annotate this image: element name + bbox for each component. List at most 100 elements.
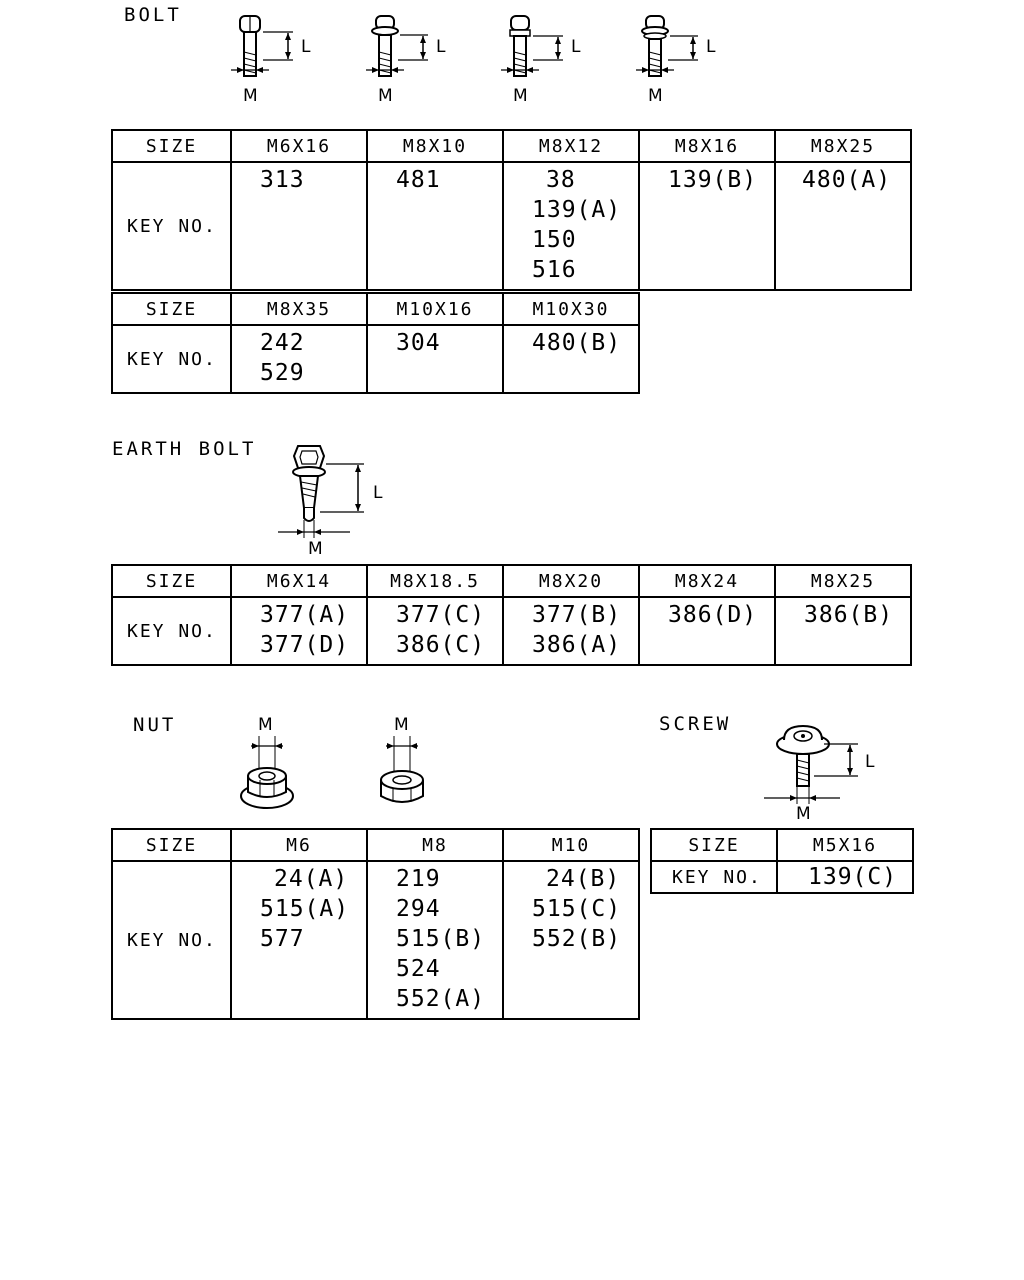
key-value: 38 [546,167,576,193]
screw-section-title: SCREW [659,713,732,735]
torx-screw-drawing: L M [764,724,875,822]
key-cell: 139(B) [638,161,776,291]
size-m8x12: M8X12 [502,129,640,163]
key-value: 294 [396,896,441,922]
nut-dim-m: M [394,715,409,735]
key-cell: 377(A) 377(D) [230,596,368,666]
nut-section-title: NUT [133,714,177,736]
key-value: 529 [260,360,305,386]
key-value: 242 [260,330,305,356]
key-value: 304 [396,330,441,356]
size-m8x16: M8X16 [638,129,776,163]
key-value: 481 [396,167,441,193]
size-m6x16: M6X16 [230,129,368,163]
size-m10x16: M10X16 [366,292,504,326]
key-no-label: KEY NO. [111,596,232,666]
key-value: 515(B) [396,926,486,952]
key-cell: 480(B) [502,324,640,394]
key-cell: 386(B) [774,596,912,666]
hex-bolt-drawing: L M [231,15,311,106]
key-no-label: KEY NO. [111,324,232,394]
flange-bolt-drawing: L M [366,15,446,106]
earth-bolt-dim-l: L [373,483,383,503]
size-m6: M6 [230,828,368,862]
hex-nut-drawing: M [380,715,424,803]
earth-bolt-size-table: SIZE M6X14 M8X18.5 M8X20 M8X24 M8X25 KEY… [111,564,912,666]
key-value: 219 [396,866,441,892]
screw-dim-m: M [796,804,811,822]
key-cell: 377(B) 386(A) [502,596,640,666]
key-no-label: KEY NO. [111,161,232,291]
key-value: 313 [260,167,305,193]
screw-size-table: SIZE M5X16 KEY NO. 139(C) [650,828,914,894]
key-value: 552(A) [396,986,486,1012]
key-value: 377(D) [260,632,350,658]
key-cell: 481 [366,161,504,291]
bolt-dim-l: L [571,37,581,57]
key-cell: 139(C) [776,860,914,894]
bolt-dim-l: L [706,37,716,57]
key-value: 386(A) [532,632,622,658]
size-header: SIZE [111,564,232,598]
size-header: SIZE [111,292,232,326]
bolt-size-table-1: SIZE M6X16 M8X10 M8X12 M8X16 M8X25 KEY N… [111,129,912,291]
key-cell: 38 139(A) 150 516 [502,161,640,291]
bolt-dim-l: L [436,37,446,57]
key-cell: 313 [230,161,368,291]
earth-bolt-section-title: EARTH BOLT [112,438,257,460]
size-header: SIZE [111,828,232,862]
screw-dim-l: L [865,752,875,772]
key-value: 515(C) [532,896,622,922]
size-m10: M10 [502,828,640,862]
key-value: 139(B) [668,167,758,193]
key-value: 515(A) [260,896,350,922]
key-cell: 219 294 515(B) 524 552(A) [366,860,504,1020]
key-value: 552(B) [532,926,622,952]
key-cell: 304 [366,324,504,394]
key-cell: 377(C) 386(C) [366,596,504,666]
key-value: 386(B) [804,602,894,628]
key-cell: 386(D) [638,596,776,666]
key-no-label: KEY NO. [650,860,778,894]
size-m8x20: M8X20 [502,564,640,598]
key-value: 377(C) [396,602,486,628]
key-value: 480(B) [532,330,622,356]
key-value: 24(B) [546,866,621,892]
key-no-label: KEY NO. [111,860,232,1020]
key-value: 377(A) [260,602,350,628]
size-header: SIZE [111,129,232,163]
key-cell: 24(A) 515(A) 577 [230,860,368,1020]
key-cell: 24(B) 515(C) 552(B) [502,860,640,1020]
key-value: 139(C) [808,864,898,890]
size-m10x30: M10X30 [502,292,640,326]
key-value: 516 [532,257,577,283]
key-value: 386(D) [668,602,758,628]
bolt-size-table-2: SIZE M8X35 M10X16 M10X30 KEY NO. 242 529… [111,292,640,394]
nut-size-table: SIZE M6 M8 M10 KEY NO. 24(A) 515(A) 577 … [111,828,640,1020]
key-value: 24(A) [274,866,349,892]
size-m8x24: M8X24 [638,564,776,598]
washer-bolt-drawing: L M [636,15,716,106]
key-value: 377(B) [532,602,622,628]
size-header: SIZE [650,828,778,862]
bolt-dim-m: M [378,86,393,106]
key-value: 577 [260,926,305,952]
bolt-dim-l: L [301,37,311,57]
size-m8x18-5: M8X18.5 [366,564,504,598]
size-m8: M8 [366,828,504,862]
size-m5x16: M5X16 [776,828,914,862]
key-value: 139(A) [532,197,622,223]
bolt-dim-m: M [648,86,663,106]
key-cell: 242 529 [230,324,368,394]
key-cell: 480(A) [774,161,912,291]
size-m8x25: M8X25 [774,564,912,598]
earth-bolt-drawing: L M [278,445,383,559]
size-m8x10: M8X10 [366,129,504,163]
key-value: 480(A) [802,167,892,193]
key-value: 386(C) [396,632,486,658]
flange-nut-drawing: M [240,715,294,809]
bolt-section-title: BOLT [124,4,182,26]
earth-bolt-dim-m: M [308,539,323,559]
bolt-dim-m: M [243,86,258,106]
collar-bolt-drawing: L M [501,15,581,106]
